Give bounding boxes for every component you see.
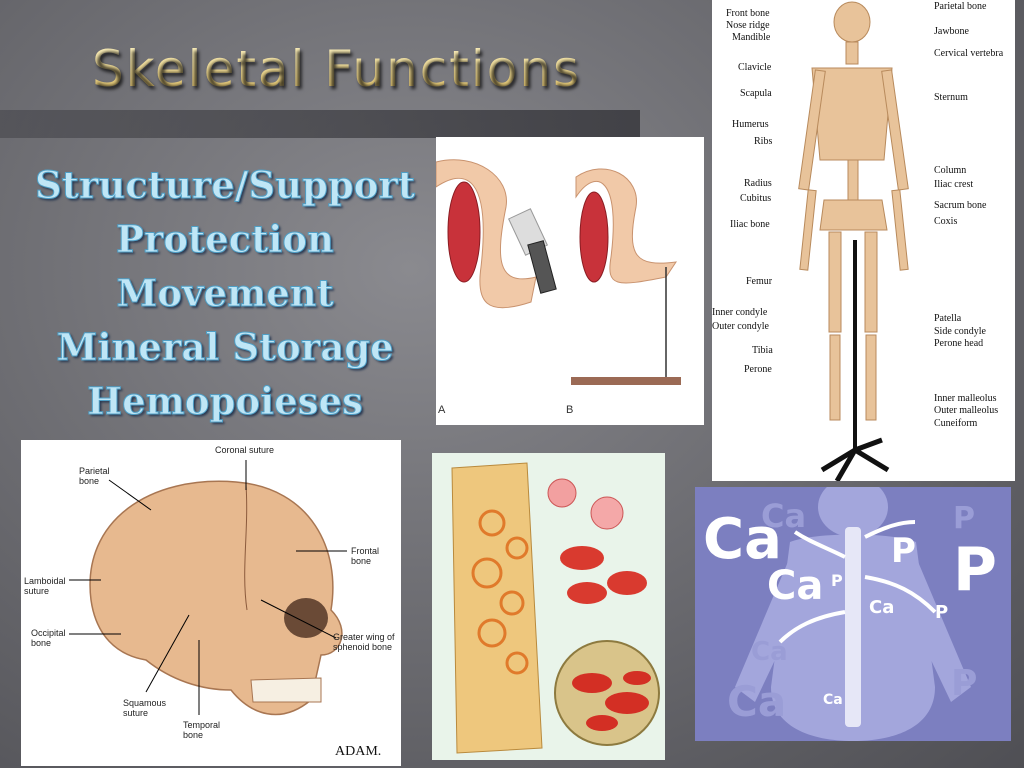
mineral-ca-small: Ca <box>823 692 843 708</box>
skull-label: Coronal suture <box>215 445 275 455</box>
mineral-ca-faint: Ca <box>751 637 788 667</box>
skull-label: Occipital bone <box>31 628 66 648</box>
bone-marrow-illustration <box>451 462 660 754</box>
skeleton-label: Cervical vertebra <box>934 48 1004 59</box>
skeleton-label: Perone head <box>934 338 984 349</box>
skeleton-label: Clavicle <box>738 62 772 73</box>
skeleton-label: Inner malleolus <box>934 393 997 404</box>
arm-muscle-illustration: A B <box>436 159 681 416</box>
skull-label: Lamboidal suture <box>24 576 66 596</box>
skeleton-label: Ribs <box>754 136 773 147</box>
adam-credit: ADAM. <box>335 744 382 759</box>
skeleton-label: Sacrum bone <box>934 200 987 211</box>
skeleton-label: Inner condyle <box>712 307 768 318</box>
skull-label: Parietal bone <box>79 466 110 486</box>
function-item: Hemopoieses <box>87 379 364 424</box>
skeleton-label: Mandible <box>732 32 771 43</box>
skeleton-image: Front bone Nose ridge Mandible Clavicle … <box>712 0 1015 481</box>
arm-muscle-image: A B <box>436 137 704 425</box>
mineral-ca: Ca <box>767 563 824 609</box>
mineral-p-faint: P <box>953 501 975 536</box>
skeleton-label: Humerus <box>732 119 769 130</box>
mineral-storage-image: Ca Ca Ca Ca Ca Ca Ca P P P P P P <box>695 487 1011 741</box>
skeleton-label: Cubitus <box>740 193 772 204</box>
skull-label: Frontal bone <box>351 546 380 566</box>
skeleton-label: Cuneiform <box>934 418 978 429</box>
skeleton-label: Iliac crest <box>934 179 974 190</box>
mineral-p-large: P <box>953 535 997 605</box>
skeleton-label: Sternum <box>934 92 968 103</box>
skeleton-label: Coxis <box>934 216 958 227</box>
function-list: Structure/Support Protection Movement Mi… <box>20 158 430 428</box>
skeleton-label: Radius <box>744 178 772 189</box>
skeleton-label: Perone <box>744 364 772 375</box>
function-item: Protection <box>116 217 335 262</box>
mineral-ca-faint: Ca <box>727 677 787 726</box>
skeleton-label: Scapula <box>740 88 772 99</box>
function-item: Mineral Storage <box>56 325 394 370</box>
skeleton-label: Outer condyle <box>712 321 769 332</box>
skeleton-label: Column <box>934 165 967 176</box>
skeleton-label: Iliac bone <box>730 219 770 230</box>
skeleton-label: Jawbone <box>934 26 969 37</box>
skeleton-label: Patella <box>934 313 962 324</box>
slide-title: Skeletal Functions <box>92 40 582 98</box>
skeleton-label: Parietal bone <box>934 1 987 12</box>
mineral-ca-small: Ca <box>869 597 895 618</box>
mineral-storage-illustration <box>735 487 971 741</box>
skull-label: Greater wing of sphenoid bone <box>333 632 395 652</box>
arm-label-b: B <box>566 404 573 416</box>
function-item: Movement <box>116 271 334 316</box>
function-item: Structure/Support <box>35 163 416 208</box>
mineral-p-faint: P <box>951 663 978 704</box>
skull-image: Coronal suture Parietal bone Frontal bon… <box>21 440 401 766</box>
mineral-p: P <box>891 531 916 571</box>
skeleton-label: Femur <box>746 276 773 287</box>
skeleton-label: Nose ridge <box>726 20 770 31</box>
mineral-ca-faint: Ca <box>761 497 807 535</box>
skull-illustration <box>69 460 347 716</box>
skeleton-label: Tibia <box>752 345 773 356</box>
bone-marrow-image <box>432 453 665 760</box>
arm-label-a: A <box>438 404 446 416</box>
title-underline-bar <box>0 110 640 138</box>
mineral-p-small: P <box>831 571 843 590</box>
skeleton-illustration <box>798 1 909 481</box>
skeleton-label: Outer malleolus <box>934 405 999 416</box>
skeleton-label: Side condyle <box>934 326 986 337</box>
skull-label: Temporal bone <box>183 720 221 740</box>
mineral-ca-large: Ca <box>703 507 782 572</box>
skull-label: Squamous suture <box>123 698 167 718</box>
skeleton-label: Front bone <box>726 8 770 19</box>
mineral-p-small: P <box>935 602 949 623</box>
